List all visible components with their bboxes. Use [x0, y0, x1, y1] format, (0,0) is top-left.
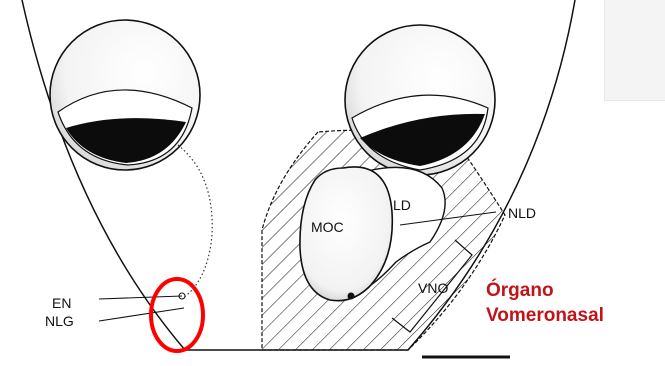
annotation-line-2: Vomeronasal [486, 305, 604, 326]
label-moc: MOC [311, 219, 344, 235]
label-en: EN [52, 295, 71, 311]
right-eye [345, 25, 495, 175]
label-ld: LD [393, 197, 411, 213]
label-vno: VNO [418, 280, 448, 296]
nlg-leader [99, 308, 184, 321]
label-nlg: NLG [45, 313, 74, 329]
annotation-line-1: Órgano [486, 279, 554, 301]
nasolacrimal-dotted-path [178, 145, 212, 298]
en-leader [99, 296, 182, 299]
label-nld: NLD [508, 205, 536, 221]
moc-opening [348, 293, 355, 300]
left-eye [50, 20, 200, 170]
